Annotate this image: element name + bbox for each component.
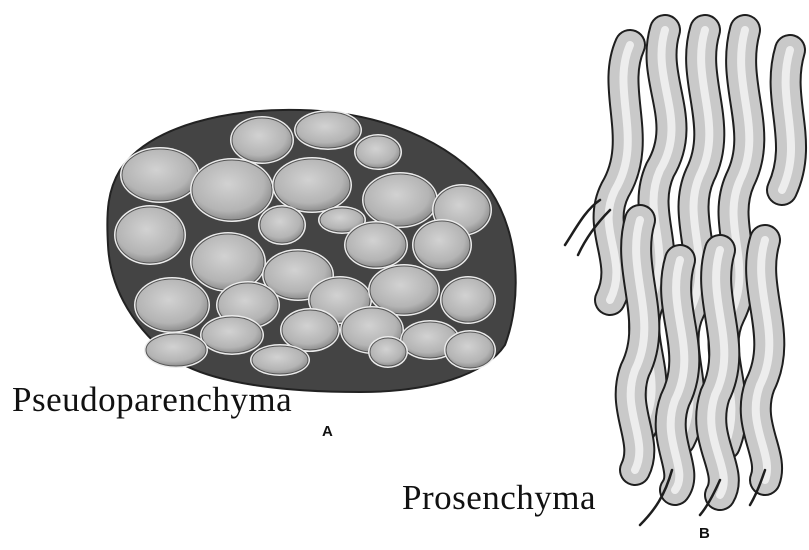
- cell: [136, 279, 208, 331]
- cell: [122, 149, 198, 201]
- cell: [260, 207, 304, 243]
- cell: [296, 112, 360, 148]
- prosenchyma-label: Prosenchyma: [402, 478, 596, 518]
- cell: [274, 159, 350, 211]
- cell: [364, 174, 436, 226]
- cell: [442, 278, 494, 322]
- prosenchyma-tissue: [565, 30, 791, 525]
- panel-a-letter: A: [322, 423, 333, 440]
- cell: [414, 221, 470, 269]
- cell: [370, 338, 406, 366]
- cell: [232, 118, 292, 162]
- cell: [116, 207, 184, 263]
- cell: [192, 160, 272, 220]
- cell: [446, 332, 494, 368]
- cell: [370, 266, 438, 314]
- cell: [356, 136, 400, 168]
- panel-b-letter: B: [699, 525, 710, 542]
- cell: [252, 346, 308, 374]
- cell: [146, 334, 206, 366]
- pseudoparenchyma-label: Pseudoparenchyma: [12, 380, 292, 420]
- cell: [346, 223, 406, 267]
- cell: [282, 310, 338, 350]
- cell: [202, 317, 262, 353]
- pseudoparenchyma-tissue: [107, 110, 515, 392]
